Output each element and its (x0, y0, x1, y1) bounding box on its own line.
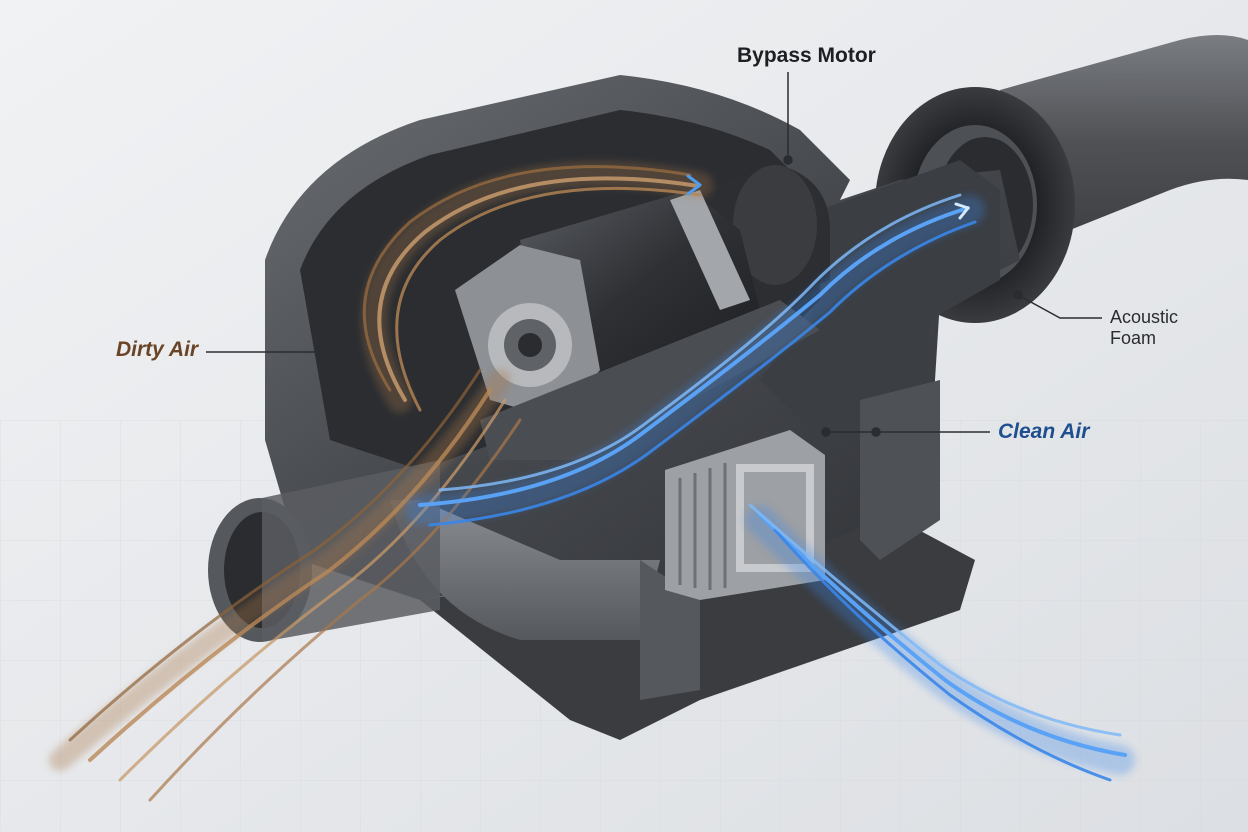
bypass-motor (455, 165, 830, 460)
acoustic-foam-dot (1013, 290, 1023, 300)
dirty-air-label: Dirty Air (116, 338, 199, 361)
acoustic-foam-label-line2: Foam (1110, 327, 1157, 348)
acoustic-foam-label-line1: Acoustic (1110, 307, 1179, 327)
clean-air-dot-1 (821, 427, 831, 437)
clean-air-flow (405, 193, 1135, 782)
callout-lines (206, 72, 1102, 437)
acoustic-foam-leader (1017, 294, 1102, 319)
acoustic-foam-label: Acoustic Foam (1110, 307, 1178, 348)
dirty-air-dot (339, 347, 349, 357)
bypass-motor-dot (783, 155, 793, 165)
bypass-motor-label: Bypass Motor (737, 44, 876, 67)
clean-air-dot-2 (871, 427, 881, 437)
clean-air-label: Clean Air (998, 420, 1090, 443)
